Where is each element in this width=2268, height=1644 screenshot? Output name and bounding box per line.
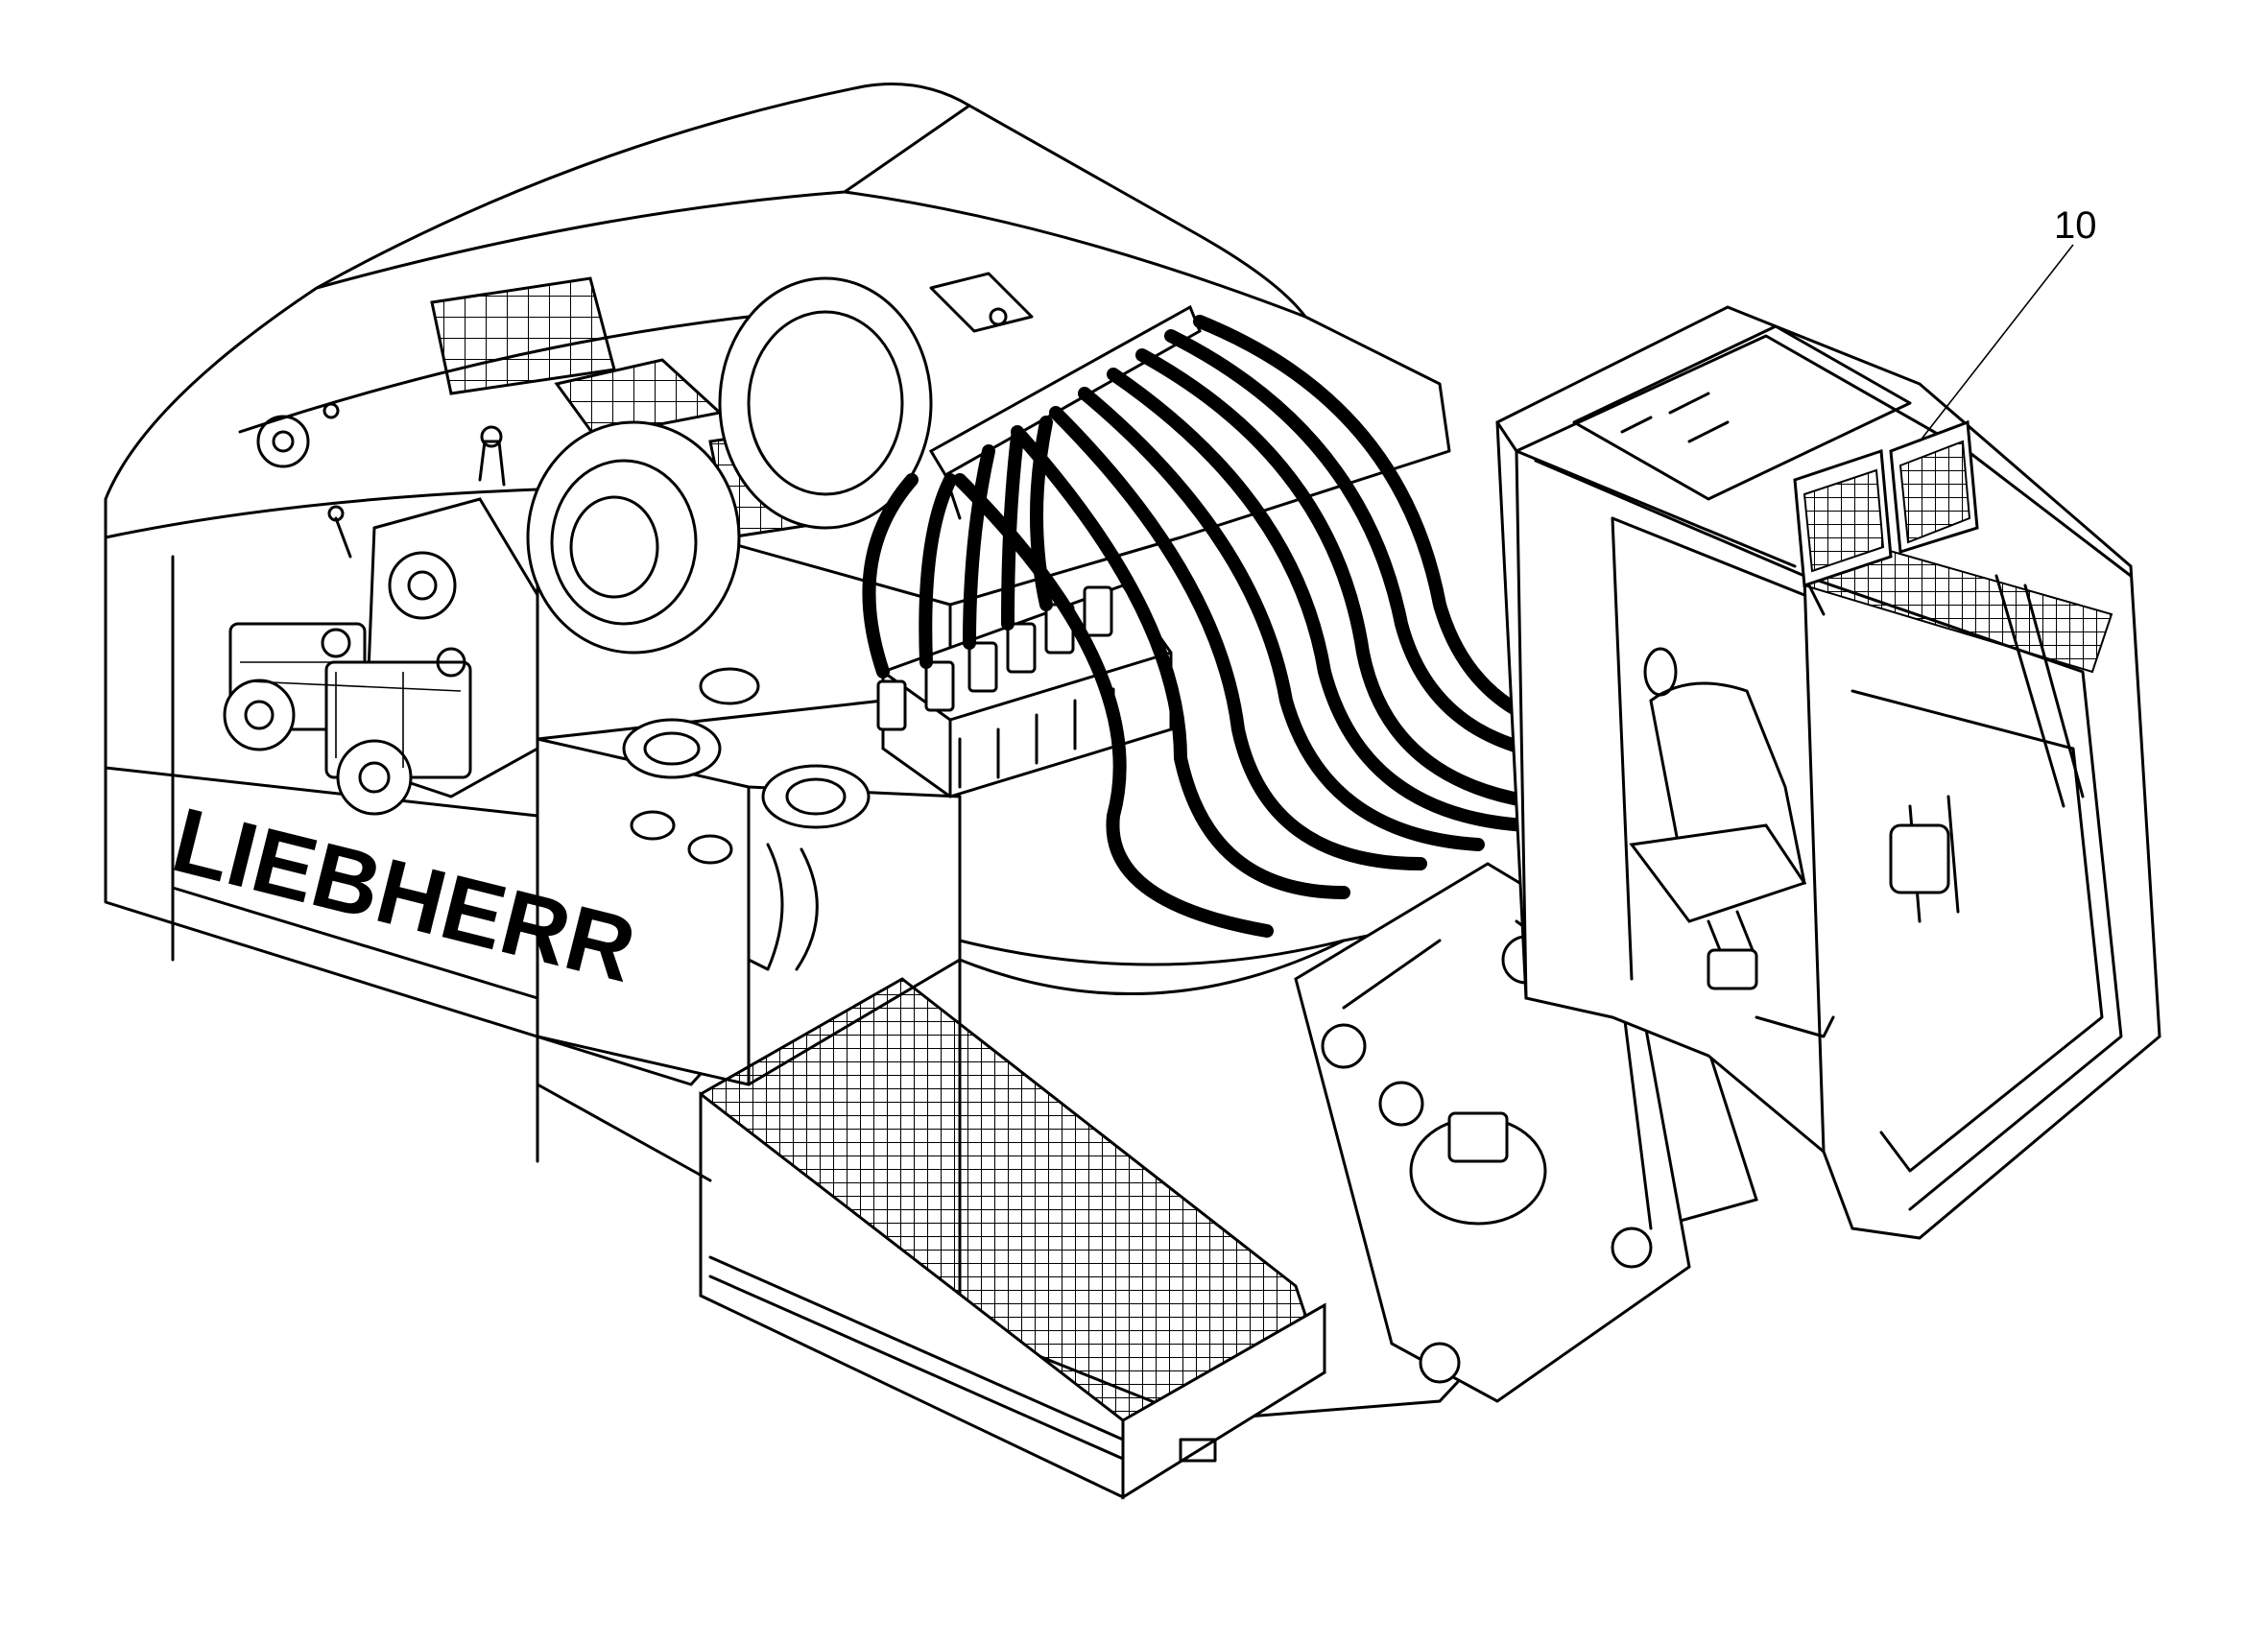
hydraulic-pump-assembly — [223, 425, 539, 816]
operator-cab — [1495, 305, 2161, 1240]
fan-shroud — [526, 276, 933, 655]
engine-housing — [104, 83, 1451, 1163]
cab-roof-light-unit — [1793, 419, 1979, 588]
hydraulic-tank — [536, 667, 962, 1086]
callout-label-10: 10 — [2054, 204, 2097, 247]
front-step-box — [699, 977, 1326, 1500]
control-valve-block — [876, 584, 1173, 798]
callout-10: 10 — [1919, 204, 2097, 442]
